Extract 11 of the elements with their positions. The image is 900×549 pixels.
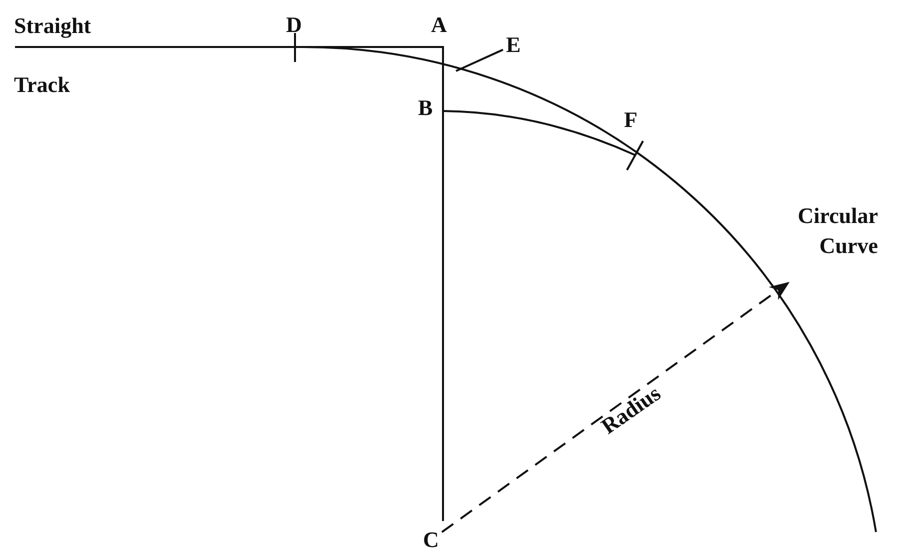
point-label: E bbox=[506, 33, 521, 57]
radius-arrow bbox=[441, 282, 790, 533]
point-label: D bbox=[286, 13, 302, 37]
point-label: C bbox=[423, 528, 439, 549]
point-label: B bbox=[418, 96, 433, 120]
track-label: Track bbox=[14, 73, 70, 97]
point-label: F bbox=[624, 108, 638, 132]
curve-label: Circular Curve bbox=[796, 202, 878, 260]
leader-line bbox=[456, 48, 504, 72]
point-label: A bbox=[431, 13, 447, 37]
track-label: Straight bbox=[14, 14, 91, 38]
